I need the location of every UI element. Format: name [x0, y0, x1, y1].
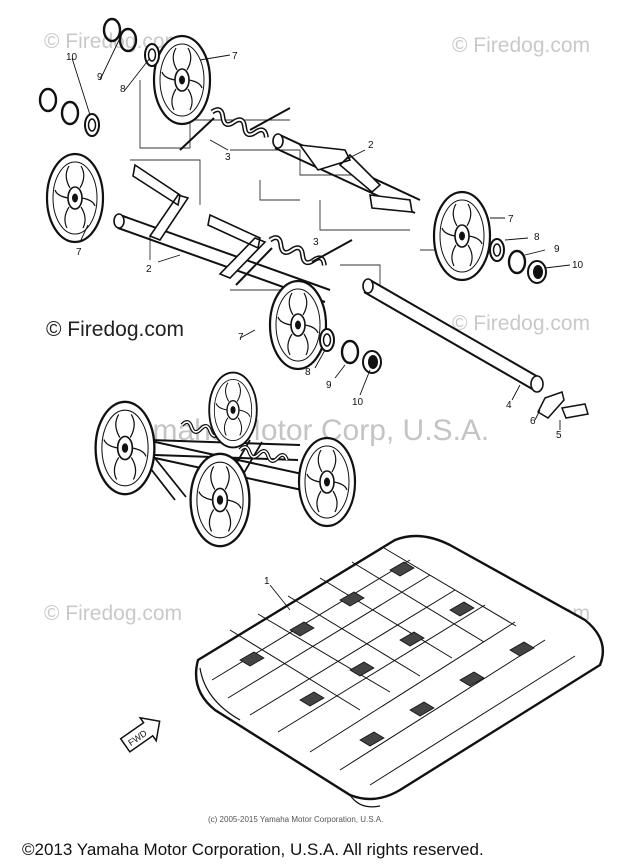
callout-8-top: 8	[120, 84, 126, 95]
callout-10-top: 10	[66, 52, 78, 63]
callout-9-bottom: 9	[326, 380, 332, 391]
firedog-brand-label: © Firedog.com	[46, 318, 185, 341]
callout-7-left: 7	[76, 247, 82, 258]
track-belt: 1	[194, 534, 605, 808]
callout-3-top: 3	[225, 152, 231, 163]
watermark-middle-right: © Firedog.com	[452, 312, 591, 335]
callout-10-right: 10	[572, 260, 584, 271]
small-copyright: (c) 2005-2015 Yamaha Motor Corporation, …	[208, 815, 384, 824]
footer-copyright: ©2013 Yamaha Motor Corporation, U.S.A. A…	[22, 840, 484, 859]
callout-1: 1	[264, 576, 270, 587]
callout-3-middle: 3	[313, 237, 319, 248]
callout-7-right: 7	[508, 214, 514, 225]
callout-9-top: 9	[97, 72, 103, 83]
callout-6: 6	[530, 416, 536, 427]
callout-2-left: 2	[146, 264, 152, 275]
callout-9-right: 9	[554, 244, 560, 255]
callout-8-right: 8	[534, 232, 540, 243]
upper-suspension-assembly: 7 10 9 8 3 2 7 2 3 7 8 9 10 7 8 9 10 4 6…	[38, 17, 589, 441]
callout-4: 4	[506, 400, 512, 411]
watermark-top-right: © Firedog.com	[452, 34, 591, 57]
callout-10-bottom: 10	[352, 397, 364, 408]
watermark-lower-left: © Firedog.com	[44, 602, 183, 625]
forward-direction-arrow: FWD	[119, 716, 161, 753]
callout-7-bottom: 7	[238, 332, 244, 343]
callout-5: 5	[556, 430, 562, 441]
callout-2-right: 2	[368, 140, 374, 151]
callout-7-top: 7	[232, 51, 238, 62]
callout-8-bottom: 8	[305, 367, 311, 378]
assembled-suspension-bogie	[94, 371, 357, 548]
